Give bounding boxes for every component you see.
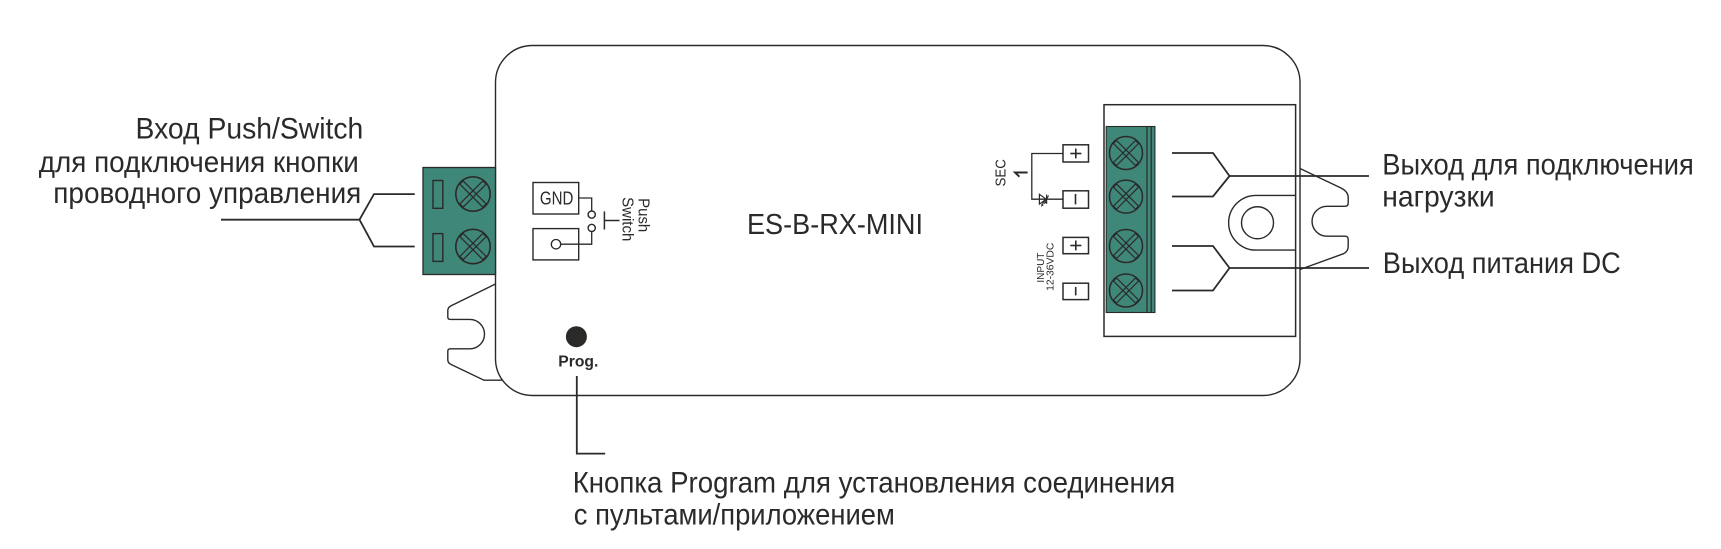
svg-text:Выход питания DC: Выход питания DC [1383,247,1621,280]
svg-text:Вход Push/Switch: Вход Push/Switch [136,113,364,146]
svg-text:с пультами/приложением: с пультами/приложением [574,499,895,532]
svg-text:Выход для подключения: Выход для подключения [1382,149,1694,182]
svg-text:12-36VDC: 12-36VDC [1045,243,1056,291]
svg-text:нагрузки: нагрузки [1382,181,1494,214]
svg-text:ES-B-RX-MINI: ES-B-RX-MINI [747,209,923,241]
svg-text:INPUT: INPUT [1036,253,1047,283]
svg-text:Prog.: Prog. [558,354,598,371]
svg-text:для подключения кнопки: для подключения кнопки [39,146,359,179]
svg-text:Push: Push [635,198,652,232]
svg-text:Кнопка Program для установлени: Кнопка Program для установления соединен… [573,466,1175,499]
svg-text:GND: GND [540,189,574,209]
svg-text:проводного управления: проводного управления [53,177,361,210]
svg-text:SEC: SEC [992,159,1009,187]
svg-text:Switch: Switch [619,197,636,241]
